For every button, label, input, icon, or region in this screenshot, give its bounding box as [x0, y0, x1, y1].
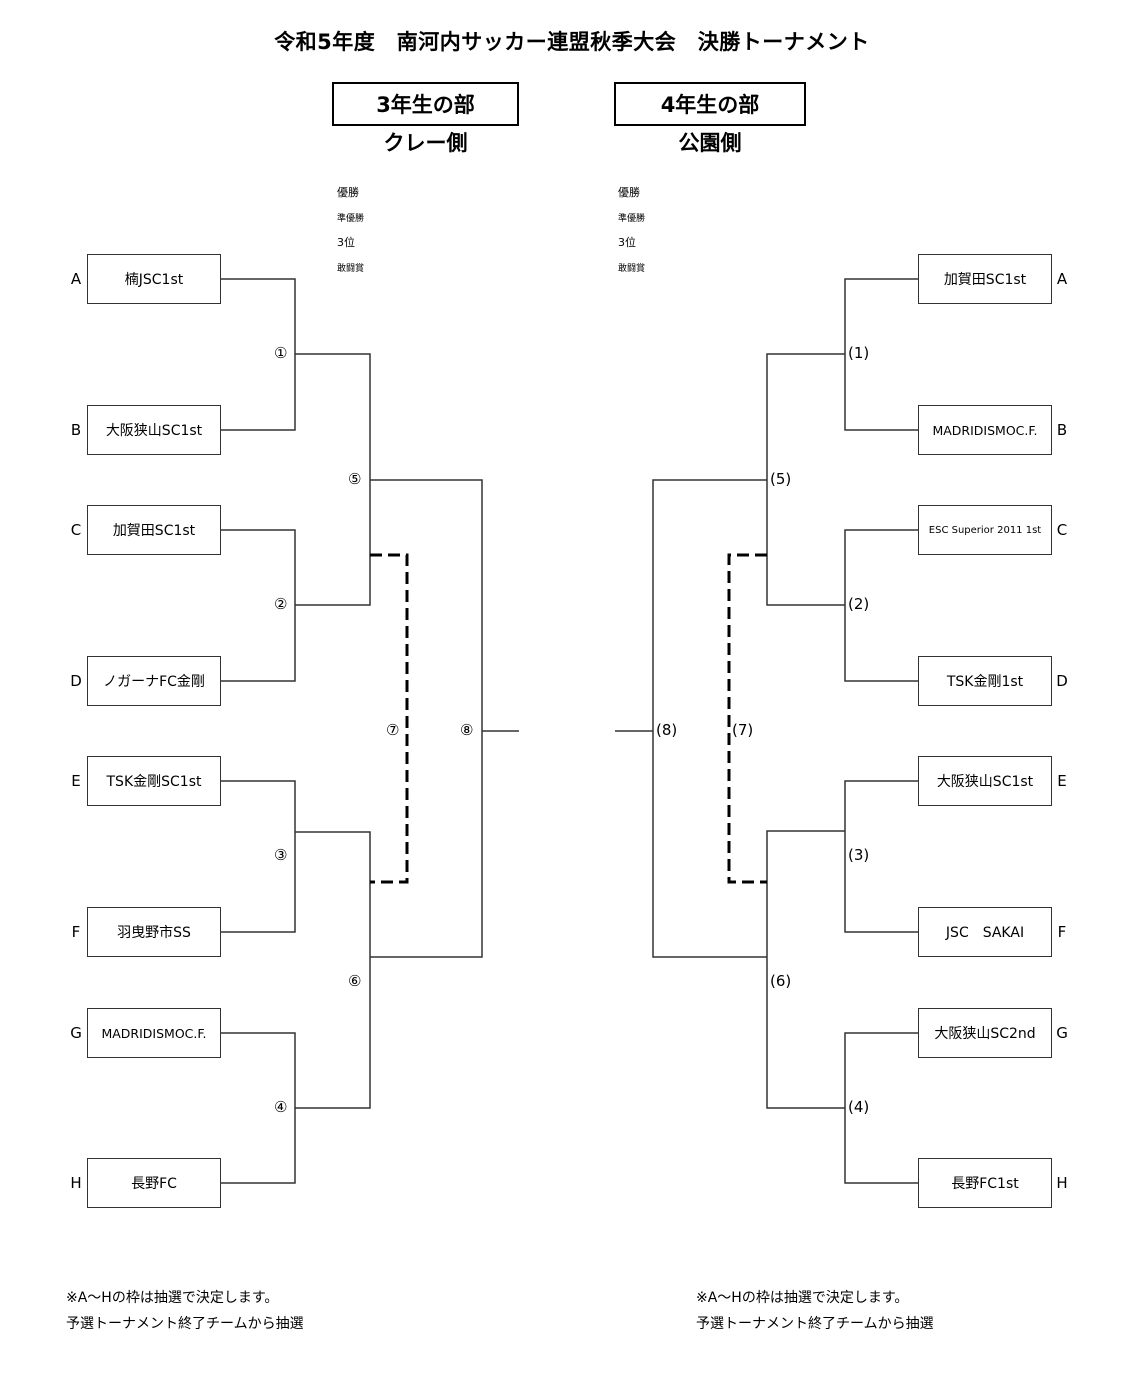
left-match-number: ⑧ — [460, 721, 474, 739]
left-slot-letter: C — [70, 521, 82, 539]
award-third-left: 3位 — [337, 236, 355, 249]
note-line: 予選トーナメント終了チームから抽選 — [66, 1316, 304, 1332]
right-match-number: (3) — [848, 846, 870, 864]
right-match-7-dashed-line — [727, 553, 767, 884]
left-slot-letter: E — [71, 772, 81, 790]
page-title: 令和5年度 南河内サッカー連盟秋季大会 決勝トーナメント — [274, 30, 870, 54]
award-runner-up-right: 準優勝 — [618, 214, 646, 224]
division-box-right: 4年生の部 — [614, 82, 806, 126]
right-slot-letter: G — [1056, 1024, 1068, 1042]
right-match-number: (5) — [770, 470, 792, 488]
right-slot-letter: B — [1056, 421, 1068, 439]
right-team-box: ESC Superior 2011 1st — [918, 505, 1052, 555]
right-match-number: (7) — [732, 721, 754, 739]
right-match-number: (1) — [848, 344, 870, 362]
award-third-right: 3位 — [618, 236, 636, 249]
right-team-box: MADRIDISMOC.F. — [918, 405, 1052, 455]
left-team-box: 羽曳野市SS — [87, 907, 221, 957]
left-team-box: MADRIDISMOC.F. — [87, 1008, 221, 1058]
left-match-6-line — [295, 831, 371, 1109]
right-team-box: JSC SAKAI — [918, 907, 1052, 957]
award-runner-up-left: 準優勝 — [337, 214, 365, 224]
left-slot-letter: G — [70, 1024, 82, 1042]
left-match-7-dashed-line — [370, 553, 409, 884]
left-team-box: 加賀田SC1st — [87, 505, 221, 555]
left-slot-letter: D — [70, 672, 82, 690]
right-match-number: (4) — [848, 1098, 870, 1116]
division-box-left: 3年生の部 — [332, 82, 519, 126]
side-label-right: 公園側 — [678, 131, 742, 155]
left-match-number: ⑥ — [348, 972, 362, 990]
left-match-3-line — [221, 780, 296, 933]
left-team-box: 楠JSC1st — [87, 254, 221, 304]
left-match-number: ③ — [274, 846, 288, 864]
left-match-number: ⑦ — [386, 721, 400, 739]
right-match-6-line — [766, 830, 845, 1109]
left-match-8-line — [370, 479, 483, 958]
right-slot-letter: D — [1056, 672, 1068, 690]
award-fighting-spirit-right: 敢闘賞 — [618, 264, 646, 274]
left-slot-letter: F — [71, 923, 81, 941]
left-team-box: TSK金剛SC1st — [87, 756, 221, 806]
right-team-box: 大阪狭山SC1st — [918, 756, 1052, 806]
notes-left: ※A～Hの枠は抽選で決定します。 予選トーナメント終了チームから抽選 — [66, 1285, 304, 1337]
note-line: 予選トーナメント終了チームから抽選 — [696, 1316, 934, 1332]
award-champion-left: 優勝 — [337, 186, 359, 199]
side-label-left: クレー側 — [383, 131, 468, 155]
right-match-3-line — [844, 780, 918, 933]
note-line: ※A～Hの枠は抽選で決定します。 — [696, 1290, 909, 1306]
left-team-box: 長野FC — [87, 1158, 221, 1208]
right-match-number: (2) — [848, 595, 870, 613]
left-team-box: ノガーナFC金剛 — [87, 656, 221, 706]
right-team-box: 長野FC1st — [918, 1158, 1052, 1208]
right-slot-letter: C — [1056, 521, 1068, 539]
notes-right: ※A～Hの枠は抽選で決定します。 予選トーナメント終了チームから抽選 — [696, 1285, 934, 1337]
right-slot-letter: A — [1056, 270, 1068, 288]
right-match-8-line — [652, 479, 767, 958]
right-slot-letter: E — [1057, 772, 1067, 790]
left-slot-letter: B — [70, 421, 82, 439]
left-match-number: ① — [274, 344, 288, 362]
right-match-number: (8) — [656, 721, 678, 739]
right-team-box: TSK金剛1st — [918, 656, 1052, 706]
left-team-box: 大阪狭山SC1st — [87, 405, 221, 455]
left-match-number: ④ — [274, 1098, 288, 1116]
left-match-number: ② — [274, 595, 288, 613]
right-slot-letter: F — [1057, 923, 1067, 941]
left-match-number: ⑤ — [348, 470, 362, 488]
right-match-number: (6) — [770, 972, 792, 990]
right-team-box: 加賀田SC1st — [918, 254, 1052, 304]
left-slot-letter: A — [70, 270, 82, 288]
award-fighting-spirit-left: 敢闘賞 — [337, 264, 365, 274]
right-team-box: 大阪狭山SC2nd — [918, 1008, 1052, 1058]
right-slot-letter: H — [1056, 1174, 1068, 1192]
award-champion-right: 優勝 — [618, 186, 640, 199]
note-line: ※A～Hの枠は抽選で決定します。 — [66, 1290, 279, 1306]
left-slot-letter: H — [70, 1174, 82, 1192]
